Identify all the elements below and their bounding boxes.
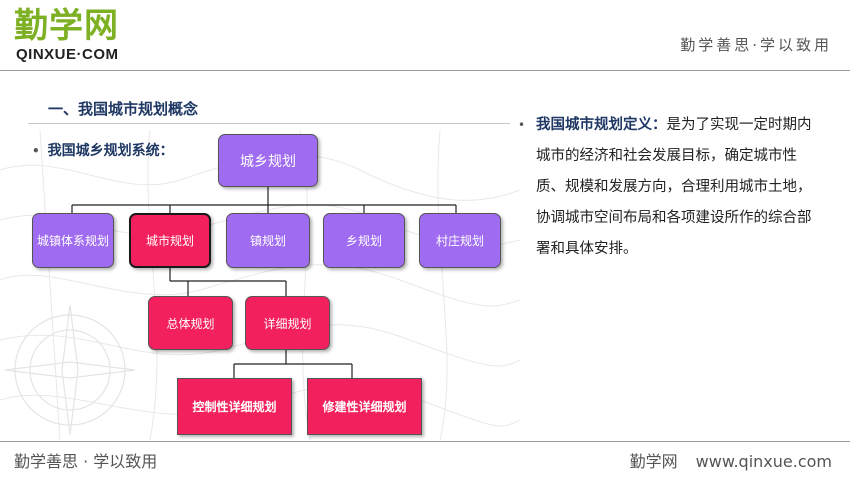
bullet-dot-icon: • [518,118,526,132]
header-divider [0,70,850,71]
chart-node-detailed-plan[interactable]: 详细规划 [245,296,330,350]
title-underline [28,123,510,124]
chart-node-root[interactable]: 城乡规划 [218,134,318,187]
qinxue-logo[interactable]: 勤学网 QINXUE·COM [14,6,164,66]
section-title: 一、我国城市规划概念 [48,100,199,118]
logo-text: 勤学网 [14,6,119,46]
footer-divider [0,441,850,442]
chart-node-master-plan[interactable]: 总体规划 [148,296,233,350]
definition-paragraph: 我国城市规划定义：是为了实现一定时期内城市的经济和社会发展目标，确定城市性质、规… [522,110,812,265]
chart-node-township-planning[interactable]: 乡规划 [323,213,405,268]
bullet-dot-icon: • [32,144,40,158]
logo-subtext: QINXUE·COM [16,46,119,63]
chart-node-town-system[interactable]: 城镇体系规划 [32,213,114,268]
header-motto: 勤学善思·学以致用 [680,36,832,54]
system-bullet: • 我国城乡规划系统： [32,140,174,160]
footer-url[interactable]: www.qinxue.com [695,452,832,471]
chart-node-city-planning[interactable]: 城市规划 [129,213,211,268]
chart-node-constructive-detailed-plan[interactable]: 修建性详细规划 [307,378,422,435]
definition-text: 是为了实现一定时期内城市的经济和社会发展目标，确定城市性质、规模和发展方向，合理… [536,117,812,257]
footer-motto: 勤学善思 · 学以致用 [14,452,158,471]
chart-node-town-planning[interactable]: 镇规划 [226,213,310,268]
definition-block: • 我国城市规划定义：是为了实现一定时期内城市的经济和社会发展目标，确定城市性质… [518,110,812,265]
chart-node-regulatory-detailed-plan[interactable]: 控制性详细规划 [177,378,292,435]
system-bullet-text: 我国城乡规划系统： [47,143,174,159]
footer-brand: 勤学网 [629,452,678,471]
chart-node-village-planning[interactable]: 村庄规划 [419,213,501,268]
footer-brand-block: 勤学网 www.qinxue.com [630,448,832,472]
definition-term: 我国城市规划定义： [536,117,667,133]
